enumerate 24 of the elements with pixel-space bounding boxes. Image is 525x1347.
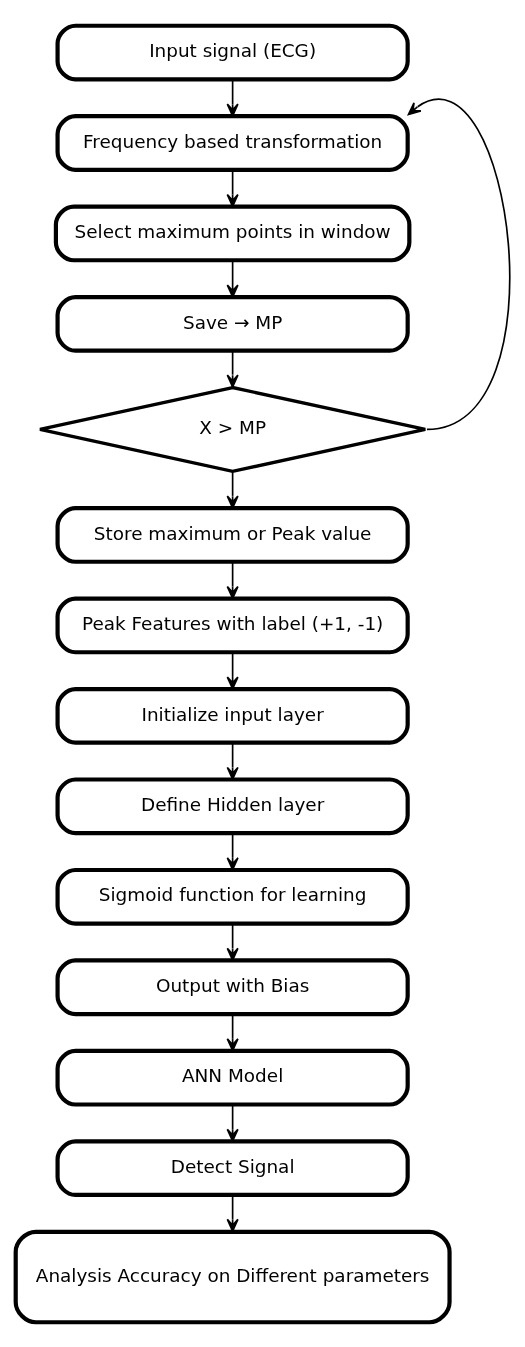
node-box: Save → MP <box>55 294 410 353</box>
arrow <box>226 78 239 117</box>
arrow <box>226 1194 239 1232</box>
node-box: Define Hidden layer <box>55 776 410 835</box>
arrow <box>226 259 239 298</box>
node-box: Store maximum or Peak value <box>55 505 410 564</box>
node-box: Peak Features with label (+1, -1) <box>55 596 410 654</box>
arrow <box>407 97 510 430</box>
node-box: Select maximum points in window <box>53 204 411 262</box>
node-box: Output with Bias <box>55 957 410 1016</box>
node-box: Frequency based transformation <box>55 113 410 172</box>
node-box: Initialize input layer <box>55 686 410 745</box>
node-box: Detect Signal <box>55 1138 410 1197</box>
node-box: Input signal (ECG) <box>55 23 410 81</box>
node-box: Analysis Accuracy on Different parameters <box>13 1229 452 1324</box>
arrow <box>226 741 239 780</box>
arrow <box>226 922 239 961</box>
node-diamond: X > MP <box>37 385 427 473</box>
node-box: ANN Model <box>55 1048 410 1107</box>
arrow <box>226 560 239 599</box>
arrow <box>226 349 239 388</box>
node-box: Sigmoid function for learning <box>55 867 410 926</box>
arrow <box>226 1103 239 1142</box>
arrow <box>226 470 239 509</box>
